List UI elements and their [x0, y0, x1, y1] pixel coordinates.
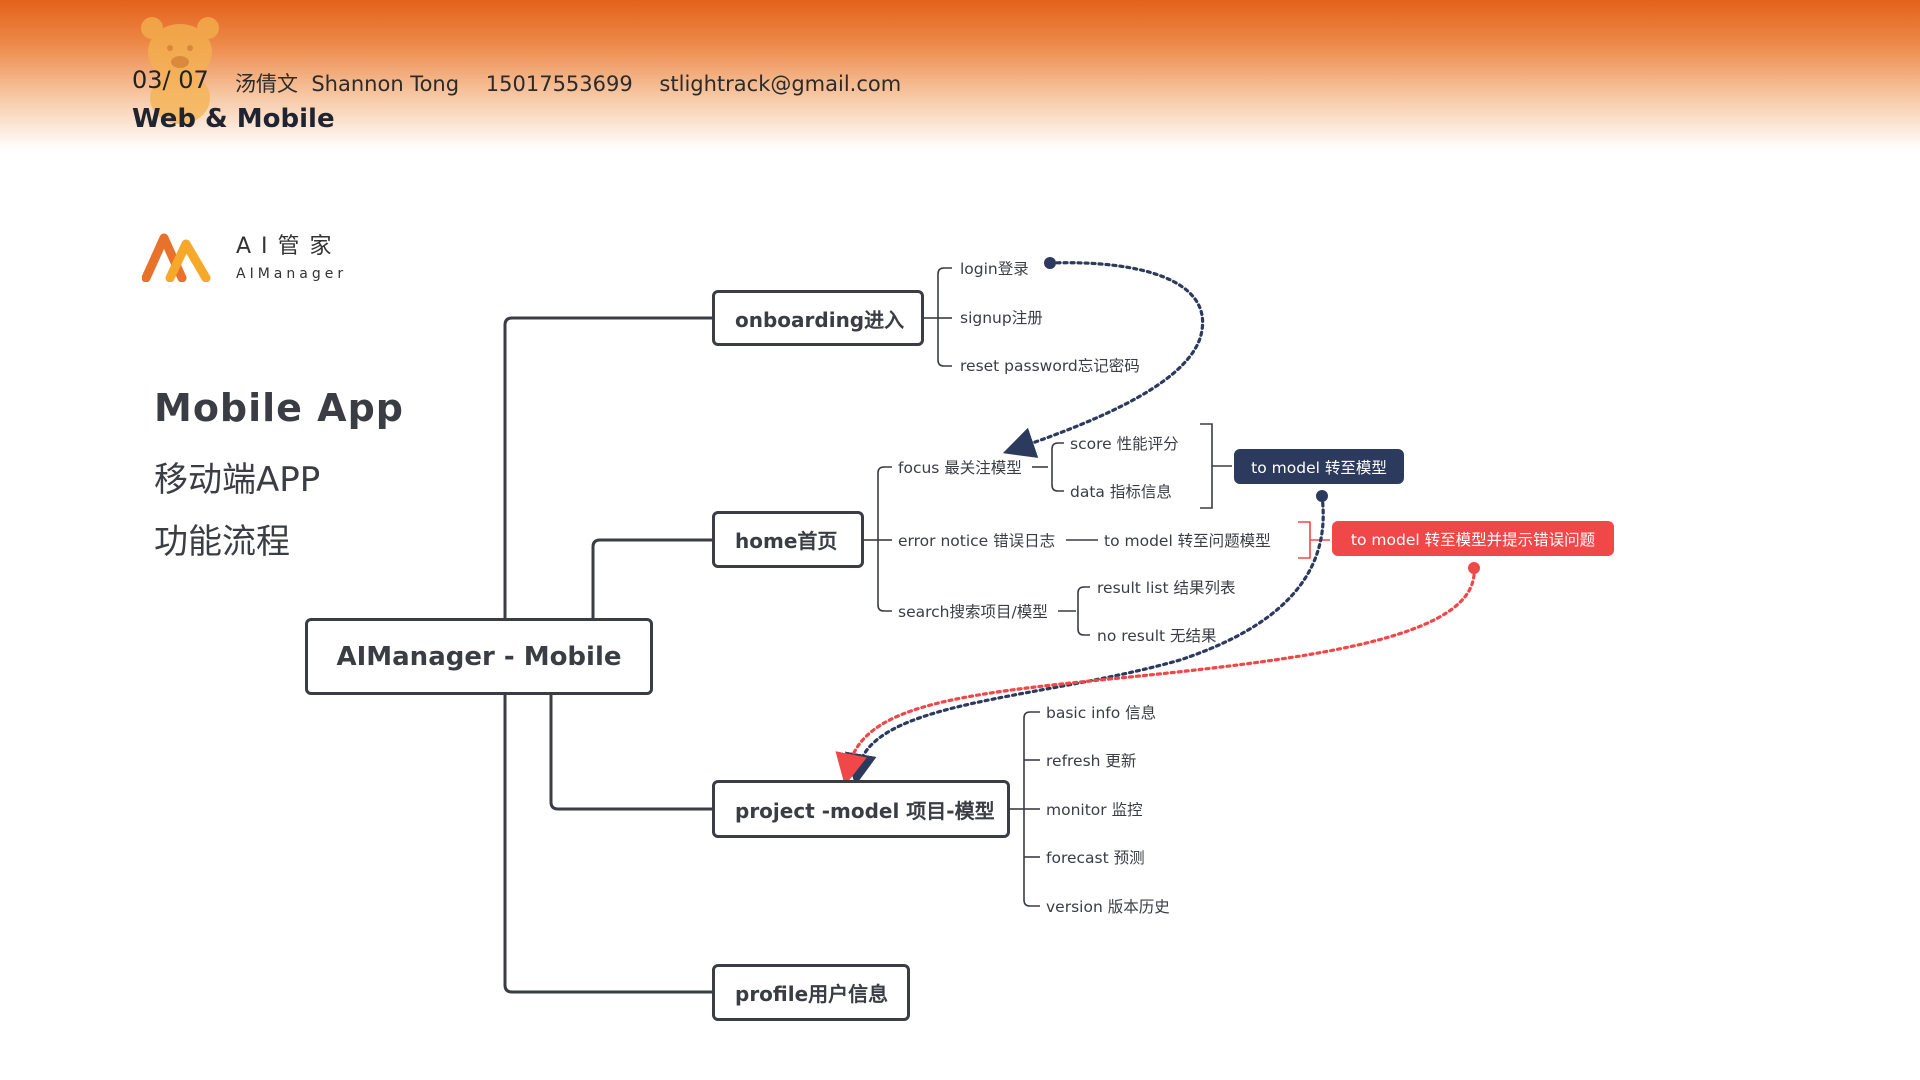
section-title: Web & Mobile	[132, 104, 335, 134]
project-lines	[1010, 711, 1040, 907]
author-contact: 汤倩文 Shannon Tong 15017553699 stlightrack…	[235, 72, 902, 96]
leaf-refresh: refresh 更新	[1046, 752, 1137, 770]
logo-name-cn: AI管家	[236, 234, 342, 259]
node-project-model: project -model 项目-模型	[712, 780, 1010, 838]
bear-icon	[141, 17, 219, 124]
leaf-result-list: result list 结果列表	[1097, 579, 1236, 597]
node-home: home首页	[712, 511, 864, 568]
leaf-no-result: no result 无结果	[1097, 627, 1217, 645]
leaf-data: data 指标信息	[1070, 483, 1172, 501]
page-number: 03/ 07	[132, 66, 209, 94]
leaf-login: login登录	[960, 260, 1029, 278]
leaf-monitor: monitor 监控	[1046, 801, 1143, 819]
flow-login-to-focus	[1002, 261, 1205, 458]
error-bracket	[1298, 521, 1330, 559]
tree-main-lines	[503, 316, 712, 994]
callout-to-model: to model 转至模型	[1234, 449, 1404, 484]
leaf-forecast: forecast 预测	[1046, 849, 1145, 867]
header-band	[0, 0, 1920, 150]
callout-to-model-error: to model 转至模型并提示错误问题	[1332, 521, 1614, 556]
leaf-error-notice: error notice 错误日志	[898, 532, 1056, 550]
leaf-reset-password: reset password忘记密码	[960, 357, 1140, 375]
flow-error-to-project	[835, 566, 1476, 786]
flow-start-dot	[1316, 490, 1328, 502]
onboarding-lines	[924, 267, 952, 367]
leaf-error-target: to model 转至问题模型	[1104, 532, 1271, 550]
intro-subtitle-2: 功能流程	[154, 522, 290, 562]
node-onboarding: onboarding进入	[712, 290, 924, 346]
leaf-basic-info: basic info 信息	[1046, 704, 1157, 722]
flow-start-dot	[1044, 257, 1056, 269]
flow-start-dot	[1468, 562, 1480, 574]
aimanager-logo-icon	[142, 233, 211, 282]
flow-to-model-to-project	[844, 494, 1325, 786]
leaf-version: version 版本历史	[1046, 898, 1170, 916]
leaf-signup: signup注册	[960, 309, 1043, 327]
leaf-search: search搜索项目/模型	[898, 603, 1048, 621]
logo-name-en: AIManager	[236, 266, 348, 282]
node-profile: profile用户信息	[712, 964, 910, 1021]
leaf-score: score 性能评分	[1070, 435, 1179, 453]
leaf-focus: focus 最关注模型	[898, 459, 1022, 477]
root-node: AIManager - Mobile	[305, 618, 653, 695]
intro-subtitle-1: 移动端APP	[154, 460, 321, 500]
home-lines	[864, 423, 1232, 636]
intro-title: Mobile App	[154, 386, 404, 430]
